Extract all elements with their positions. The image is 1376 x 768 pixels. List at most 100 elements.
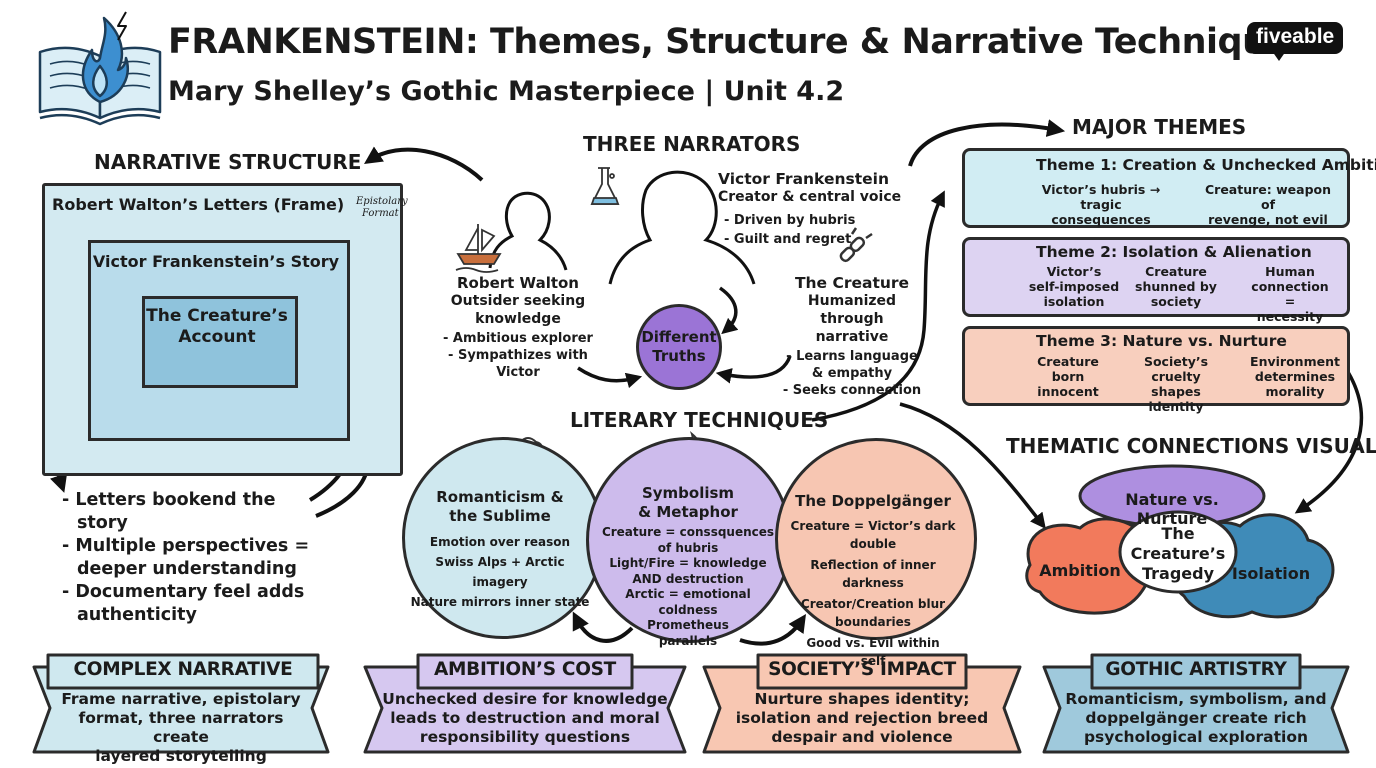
cloud-label-center: The Creature’s Tragedy [1124, 524, 1232, 584]
banner-2-text: Unchecked desire for knowledge leads to … [382, 690, 668, 747]
walton-narrator: Robert Walton Outsider seeking knowledge… [438, 274, 598, 381]
theme-2-a3: isolation [1043, 294, 1105, 309]
theme-2-a1: Victor’s [1046, 264, 1102, 279]
romanticism-line: Emotion over reason [429, 535, 571, 549]
walton-bullet: Victor [496, 365, 540, 380]
theme-2-title: Theme 2: Isolation & Alienation [1036, 243, 1312, 261]
theme-1-card [962, 148, 1350, 228]
theme-2-b1: Creature [1145, 264, 1207, 279]
major-themes-heading: MAJOR THEMES [1072, 115, 1247, 139]
symbolism-line: AND destruction [632, 571, 744, 586]
banner-3-line: isolation and rejection breed [735, 709, 989, 727]
theme-2-c2: connection = [1251, 279, 1329, 309]
victor-bullet: - Driven by hubris [724, 213, 856, 228]
theme-3-c3: morality [1265, 384, 1325, 399]
banner-4-line: Romanticism, symbolism, and [1065, 690, 1327, 708]
creature-role-line1: Humanized through [807, 293, 897, 327]
banner-2-line: Unchecked desire for knowledge [382, 690, 668, 708]
symbolism-title-line1: Symbolism [641, 484, 735, 502]
theme-3-a3: innocent [1037, 384, 1099, 399]
walton-role: Outsider seeking knowledge [438, 292, 598, 328]
creature-role: Humanized through narrative [774, 292, 930, 346]
theme-2-b2: shunned by [1135, 279, 1217, 294]
symbolism-line: Light/Fire = knowledge [609, 556, 767, 570]
symbolism-text: Symbolism & Metaphor Creature = conssque… [596, 484, 780, 649]
walton-role-line2: knowledge [475, 311, 561, 327]
banner-1-line: layered storytelling [95, 747, 267, 765]
romanticism-lines: Emotion over reason Swiss Alps + Arctic … [410, 532, 590, 612]
theme-1-b2: revenge, not evil [1208, 212, 1328, 227]
symbolism-title-line2: & Metaphor [638, 503, 738, 521]
page-title: FRANKENSTEIN: Themes, Structure & Narrat… [168, 22, 1290, 62]
walton-bullet: - Ambitious explorer [443, 331, 593, 346]
chain-icon [839, 227, 873, 263]
theme-3-col-b: Society’s cruelty shapes identity [1126, 354, 1226, 414]
cloud-label-isolation: Isolation [1231, 564, 1311, 583]
symbolism-line: parallels [658, 633, 718, 648]
theme-3-a1: Creature [1037, 354, 1099, 369]
romanticism-line: Swiss Alps + Arctic imagery [435, 555, 565, 589]
romanticism-title-line1: Romanticism & [436, 488, 564, 506]
walton-name: Robert Walton [457, 274, 579, 292]
victor-story-label: Victor Frankenstein’s Story [92, 252, 340, 271]
page-subtitle: Mary Shelley’s Gothic Masterpiece | Unit… [168, 76, 845, 107]
narrative-bullet: - Multiple perspectives = deeper underst… [62, 536, 310, 579]
narrative-bullet: - Documentary feel adds authenticity [62, 582, 305, 625]
walton-letters-label: Robert Walton’s Letters (Frame) [52, 195, 345, 214]
narrative-bullet: - Letters bookend the story [62, 490, 276, 533]
thematic-connections-heading: THEMATIC CONNECTIONS VISUAL [1006, 434, 1376, 458]
three-narrators-heading: THREE NARRATORS [583, 132, 801, 156]
banner-2-line: responsibility questions [419, 728, 631, 746]
doppelganger-line: Creature = Victor’s dark double [790, 519, 956, 551]
doppelganger-line: self [860, 654, 886, 668]
theme-2-a2: self-imposed [1028, 279, 1120, 294]
banner-1-head: COMPLEX NARRATIVE [73, 659, 293, 680]
cloud-center-line1: The [1161, 524, 1195, 543]
symbolism-line: Arctic = emotional coldness [625, 587, 751, 617]
banner-shapes [32, 653, 1350, 754]
theme-3-b1: Society’s [1143, 354, 1209, 369]
theme-2-b3: society [1150, 294, 1202, 309]
brand-logo[interactable]: fiveable [1247, 22, 1344, 54]
victor-bullet: - Guilt and regret [724, 232, 852, 247]
different-truths-circle: Different Truths [636, 304, 722, 390]
banner-4-text: Romanticism, symbolism, and doppelgänger… [1060, 690, 1332, 747]
romanticism-title-line2: the Sublime [449, 507, 551, 525]
theme-2-c1: Human [1265, 264, 1315, 279]
theme-2-col-b: Creature shunned by society [1130, 264, 1222, 309]
banner-4-line: psychological exploration [1083, 728, 1309, 746]
creature-role-line2: narrative [815, 329, 889, 345]
creature-account-line2: Account [178, 327, 256, 347]
narrative-structure-heading: NARRATIVE STRUCTURE [94, 150, 362, 174]
doppelganger-line: Reflection of inner darkness [810, 558, 936, 590]
victor-role: Creator & central voice [718, 189, 902, 205]
theme-2-col-a: Victor’s self-imposed isolation [1028, 264, 1120, 309]
banner-4-line: doppelgänger create rich [1085, 709, 1307, 727]
theme-3-a2: born [1051, 369, 1085, 384]
narrative-bullets: - Letters bookend the story - Multiple p… [62, 489, 332, 627]
epistolary-label: Epistolary Format [356, 196, 408, 220]
theme-3-card [962, 326, 1350, 406]
theme-1-a1: Victor’s hubris → [1041, 182, 1161, 197]
doppelganger-text: The Doppelgänger Creature = Victor’s dar… [782, 492, 964, 670]
theme-3-col-c: Environment determines morality [1250, 354, 1340, 399]
banner-1-line: format, three narrators create [78, 709, 284, 746]
symbolism-circle [586, 437, 792, 643]
cloud-label-nature: Nature vs. Nurture [1125, 490, 1219, 528]
doppelganger-circle [775, 438, 977, 640]
victor-silhouette [608, 170, 756, 285]
banner-2-line: leads to destruction and moral [390, 709, 660, 727]
banner-1-text: Frame narrative, epistolary format, thre… [50, 690, 312, 766]
theme-2-col-c: Human connection = necessity [1244, 264, 1336, 324]
banner-3-line: Nurture shapes identity; [754, 690, 970, 708]
cloud-center-line2: Creature’s [1130, 544, 1226, 563]
doppelganger-line: boundaries [835, 615, 911, 629]
brand-logo-tail [1272, 51, 1286, 61]
theme-3-title: Theme 3: Nature vs. Nurture [1036, 332, 1287, 350]
cloud-label-ambition: Ambition [1039, 561, 1121, 580]
victor-name: Victor Frankenstein [718, 170, 889, 188]
victor-narrator: Victor Frankenstein Creator & central vo… [718, 170, 918, 249]
theme-1-b1: Creature: weapon of [1204, 182, 1331, 212]
different-truths-line1: Different [641, 328, 717, 346]
